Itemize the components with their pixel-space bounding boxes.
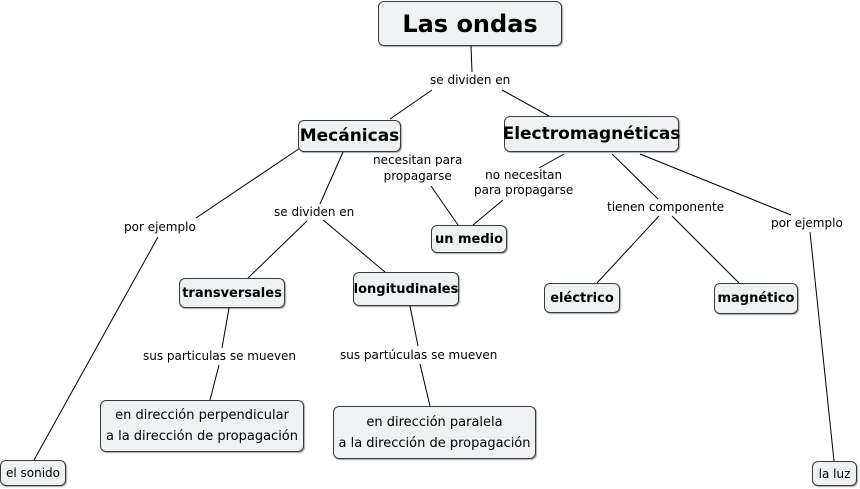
link-no-necesitan: no necesitan para propagarse: [472, 168, 576, 198]
line-tienen-magnetico: [671, 215, 740, 284]
node-las-ondas[interactable]: Las ondas: [378, 1, 562, 46]
line-particulas-perp: [209, 364, 220, 401]
node-el-sonido[interactable]: el sonido: [0, 460, 66, 486]
line-mec-sedividen: [319, 151, 344, 205]
line-label-mecanicas: [389, 89, 433, 120]
node-perpendicular[interactable]: en dirección perpendicular a la direcció…: [100, 400, 304, 452]
line-electro-nonecesitan: [538, 153, 565, 169]
line-necesitan-medio: [430, 185, 459, 226]
line-sedividen-longit: [321, 218, 386, 273]
line-label-electro: [501, 89, 550, 117]
line-nonecesitan-medio: [472, 199, 504, 226]
link-por-ejemplo-electro: por ejemplo: [769, 216, 845, 231]
line-longit-partuculas: [409, 305, 419, 347]
line-electro-tienen: [611, 153, 659, 200]
line-porejemplo-luz: [809, 231, 835, 462]
link-particulas: sus particulas se mueven: [141, 349, 299, 364]
node-un-medio[interactable]: un medio: [431, 225, 507, 253]
node-mecanicas[interactable]: Mecánicas: [298, 120, 401, 152]
line-tienen-electrico: [596, 215, 660, 284]
node-magnetico[interactable]: magnético: [714, 283, 798, 314]
node-electromagneticas[interactable]: Electromagnéticas: [503, 116, 680, 152]
line-electro-porejemplo: [639, 153, 792, 216]
node-longitudinales[interactable]: longitudinales: [353, 272, 459, 306]
node-la-luz[interactable]: la luz: [812, 461, 857, 486]
node-paralela[interactable]: en dirección paralela a la dirección de …: [333, 406, 536, 459]
link-tienen-componente: tienen componente: [605, 200, 727, 215]
node-electrico[interactable]: eléctrico: [544, 283, 620, 313]
link-por-ejemplo-mecanicas: por ejemplo: [122, 220, 198, 235]
link-se-dividen-mecanicas: se dividen en: [272, 205, 357, 220]
link-partuculas: sus partúculas se mueven: [338, 348, 500, 363]
line-mec-porejemplo: [195, 147, 301, 219]
line-porejemplo-sonido: [33, 236, 159, 461]
line-root-label: [470, 45, 473, 73]
line-partuculas-paral: [419, 363, 431, 407]
line-sedividen-transv: [247, 220, 308, 279]
link-necesitan: necesitan para propagarse: [371, 152, 465, 184]
node-transversales[interactable]: transversales: [179, 278, 285, 308]
line-transv-particulas: [221, 307, 230, 349]
link-se-dividen-root: se dividen en: [428, 73, 513, 88]
